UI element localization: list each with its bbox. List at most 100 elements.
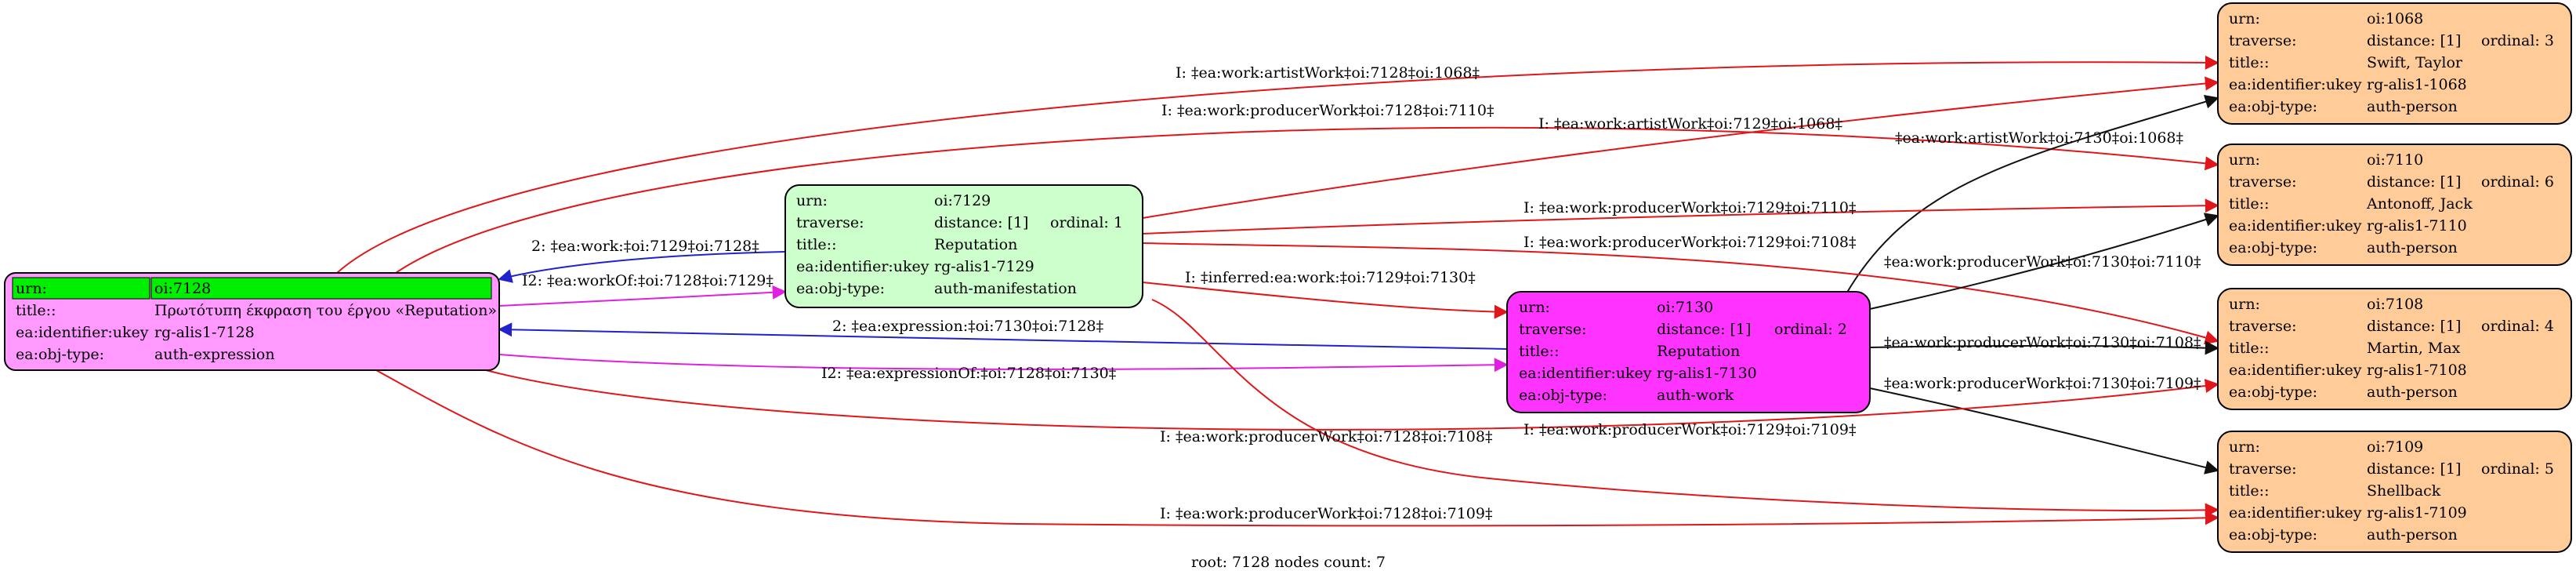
- node-7110-ord-1: ordinal: 6: [2481, 173, 2554, 191]
- node-7110-key-4: ea:obj-type:: [2229, 239, 2317, 256]
- edge-label-producer-7129-7108: I: ‡ea:work:producerWork‡oi:7129‡oi:7108…: [1523, 234, 1857, 251]
- node-7110-key-0: urn:: [2229, 151, 2260, 169]
- edge-producer-7130-7108: [1869, 340, 2219, 355]
- edge-producer-7128-7110: [395, 126, 2219, 274]
- node-7109-key-1: traverse:: [2229, 460, 2297, 478]
- edge-label-expression-7130-7128: 2: ‡ea:expression:‡oi:7130‡oi:7128‡: [832, 318, 1103, 335]
- node-7109-key-4: ea:obj-type:: [2229, 526, 2317, 543]
- node-7110-key-1: traverse:: [2229, 173, 2297, 191]
- edge-label-producer-7128-7108: I: ‡ea:work:producerWork‡oi:7128‡oi:7108…: [1160, 428, 1493, 445]
- edge-producer-7130-7110: [1869, 213, 2219, 310]
- node-7110-val-3: rg-alis1-7110: [2367, 217, 2467, 234]
- edge-label-artist-7130-1068: ‡ea:work:artistWork‡oi:7130‡oi:1068‡: [1895, 129, 2183, 147]
- node-7108-ord-1: ordinal: 4: [2481, 318, 2554, 335]
- edge-work-7129-7128: [498, 251, 786, 283]
- node-1068-val-4: auth-person: [2367, 98, 2458, 115]
- node-7128[interactable]: urn: oi:7128 title:: Πρωτότυπη έκφραση τ…: [4, 272, 500, 371]
- edge-artist-7130-1068: [1845, 95, 2219, 296]
- node-7129-ord-1: ordinal: 1: [1050, 214, 1123, 231]
- edge-label-workof-7128-7129: I2: ‡ea:workOf:‡oi:7128‡oi:7129‡: [522, 272, 774, 289]
- node-7110[interactable]: urn: oi:7110 traverse: distance: [1] ord…: [2217, 144, 2572, 266]
- node-7129-box: [784, 184, 1143, 308]
- graph-footer-caption: root: 7128 nodes count: 7: [1191, 554, 1386, 571]
- node-7108-key-0: urn:: [2229, 296, 2260, 313]
- node-7130-val-3: rg-alis1-7130: [1657, 365, 1757, 382]
- node-7129-key-1: traverse:: [796, 214, 864, 231]
- node-7130-ord-1: ordinal: 2: [1774, 321, 1847, 338]
- edge-label-expressionof-7128-7130: I2: ‡ea:expressionOf:‡oi:7128‡oi:7130‡: [821, 365, 1116, 382]
- node-7130-key-1: traverse:: [1519, 321, 1587, 338]
- node-7108-box: [2217, 288, 2572, 410]
- node-7130-key-4: ea:obj-type:: [1519, 387, 1607, 404]
- node-1068-key-4: ea:obj-type:: [2229, 98, 2317, 115]
- edge-label-producer-7129-7110: I: ‡ea:work:producerWork‡oi:7129‡oi:7110…: [1523, 199, 1857, 216]
- edge-label-artist-7129-1068: I: ‡ea:work:artistWork‡oi:7129‡oi:1068‡: [1538, 115, 1842, 133]
- node-7129[interactable]: urn: oi:7129 traverse: distance: [1] ord…: [784, 184, 1143, 308]
- node-7109-key-0: urn:: [2229, 438, 2260, 456]
- node-7130-val-4: auth-work: [1657, 387, 1734, 404]
- node-7128-val-2: rg-alis1-7128: [154, 324, 255, 341]
- edge-label-producer-7130-7109: ‡ea:work:producerWork‡oi:7130‡oi:7109‡: [1884, 375, 2201, 392]
- node-7130-key-3: ea:identifier:ukey: [1519, 365, 1652, 382]
- node-7129-val-4: auth-manifestation: [934, 280, 1077, 297]
- edge-label-producer-7128-7109: I: ‡ea:work:producerWork‡oi:7128‡oi:7109…: [1160, 505, 1493, 522]
- node-7109-val-1: distance: [1]: [2367, 460, 2461, 478]
- edge-label-producer-7130-7108: ‡ea:work:producerWork‡oi:7130‡oi:7108‡: [1884, 334, 2201, 351]
- edge-labels-layer: I: ‡ea:work:artistWork‡oi:7128‡oi:1068‡ …: [522, 64, 2201, 522]
- edge-expressionof-7128-7130: [498, 354, 1509, 373]
- edge-label-producer-7129-7109: I: ‡ea:work:producerWork‡oi:7129‡oi:7109…: [1523, 421, 1857, 438]
- node-7109-key-3: ea:identifier:ukey: [2229, 504, 2362, 522]
- edge-artist-7128-1068: [336, 55, 2219, 274]
- node-7129-key-0: urn:: [796, 192, 828, 209]
- node-7129-key-3: ea:identifier:ukey: [796, 258, 929, 275]
- node-7108-key-3: ea:identifier:ukey: [2229, 362, 2362, 379]
- node-7108-val-2: Martin, Max: [2367, 340, 2461, 357]
- node-1068-key-1: traverse:: [2229, 32, 2297, 49]
- edge-producer-7128-7109: [375, 369, 2219, 527]
- node-7109-key-2: title::: [2229, 482, 2269, 500]
- node-7128-val-0: oi:7128: [154, 280, 211, 297]
- node-7130-val-1: distance: [1]: [1657, 321, 1751, 338]
- node-7110-val-0: oi:7110: [2367, 151, 2423, 169]
- node-7108-val-3: rg-alis1-7108: [2367, 362, 2467, 379]
- node-7129-key-2: title::: [796, 236, 836, 253]
- node-1068-box: [2217, 2, 2572, 125]
- edge-label-inferred-7129-7130: I: ‡inferred:ea:work:‡oi:7129‡oi:7130‡: [1185, 269, 1476, 286]
- node-7128-urn-value-highlight: [150, 277, 492, 300]
- node-7128-key-3: ea:obj-type:: [16, 346, 104, 363]
- edge-producer-7128-7108: [485, 369, 2219, 431]
- node-7128-key-0: urn:: [16, 280, 47, 297]
- edge-workof-7128-7129: [498, 285, 787, 307]
- node-7129-val-3: rg-alis1-7129: [934, 258, 1034, 275]
- node-7110-val-2: Antonoff, Jack: [2366, 195, 2473, 213]
- node-1068-val-1: distance: [1]: [2367, 32, 2461, 49]
- edge-producer-7129-7110: [1142, 198, 2219, 234]
- edge-label-producer-7128-7110: I: ‡ea:work:producerWork‡oi:7128‡oi:7110…: [1161, 102, 1495, 119]
- node-7130-val-0: oi:7130: [1657, 299, 1713, 316]
- node-1068-key-2: title::: [2229, 54, 2269, 71]
- node-7129-val-0: oi:7129: [934, 192, 991, 209]
- node-7109-val-0: oi:7109: [2367, 438, 2423, 456]
- node-7110-val-4: auth-person: [2367, 239, 2458, 256]
- node-7130[interactable]: urn: oi:7130 traverse: distance: [1] ord…: [1506, 291, 1871, 413]
- node-7109-val-2: Shellback: [2367, 482, 2441, 500]
- edge-label-artist-7128-1068: I: ‡ea:work:artistWork‡oi:7128‡oi:1068‡: [1176, 64, 1480, 82]
- node-7129-val-1: distance: [1]: [934, 214, 1028, 231]
- edge-expression-7130-7128: [498, 322, 1508, 350]
- node-7110-key-2: title::: [2229, 195, 2269, 213]
- node-7109[interactable]: urn: oi:7109 traverse: distance: [1] ord…: [2217, 431, 2572, 553]
- node-7108[interactable]: urn: oi:7108 traverse: distance: [1] ord…: [2217, 288, 2572, 410]
- node-7128-key-2: ea:identifier:ukey: [16, 324, 149, 341]
- node-1068-ord-1: ordinal: 3: [2481, 32, 2554, 49]
- node-1068-val-0: oi:1068: [2367, 10, 2423, 27]
- node-7130-val-2: Reputation: [1657, 343, 1740, 360]
- node-7108-val-0: oi:7108: [2367, 296, 2423, 313]
- node-7108-key-2: title::: [2229, 340, 2269, 357]
- node-7110-box: [2217, 144, 2572, 266]
- node-1068-val-3: rg-alis1-1068: [2367, 76, 2467, 93]
- node-7108-key-4: ea:obj-type:: [2229, 384, 2317, 401]
- node-7129-val-2: Reputation: [934, 236, 1017, 253]
- edge-producer-7129-7108: [1142, 242, 2219, 345]
- node-1068[interactable]: urn: oi:1068 traverse: distance: [1] ord…: [2217, 2, 2572, 125]
